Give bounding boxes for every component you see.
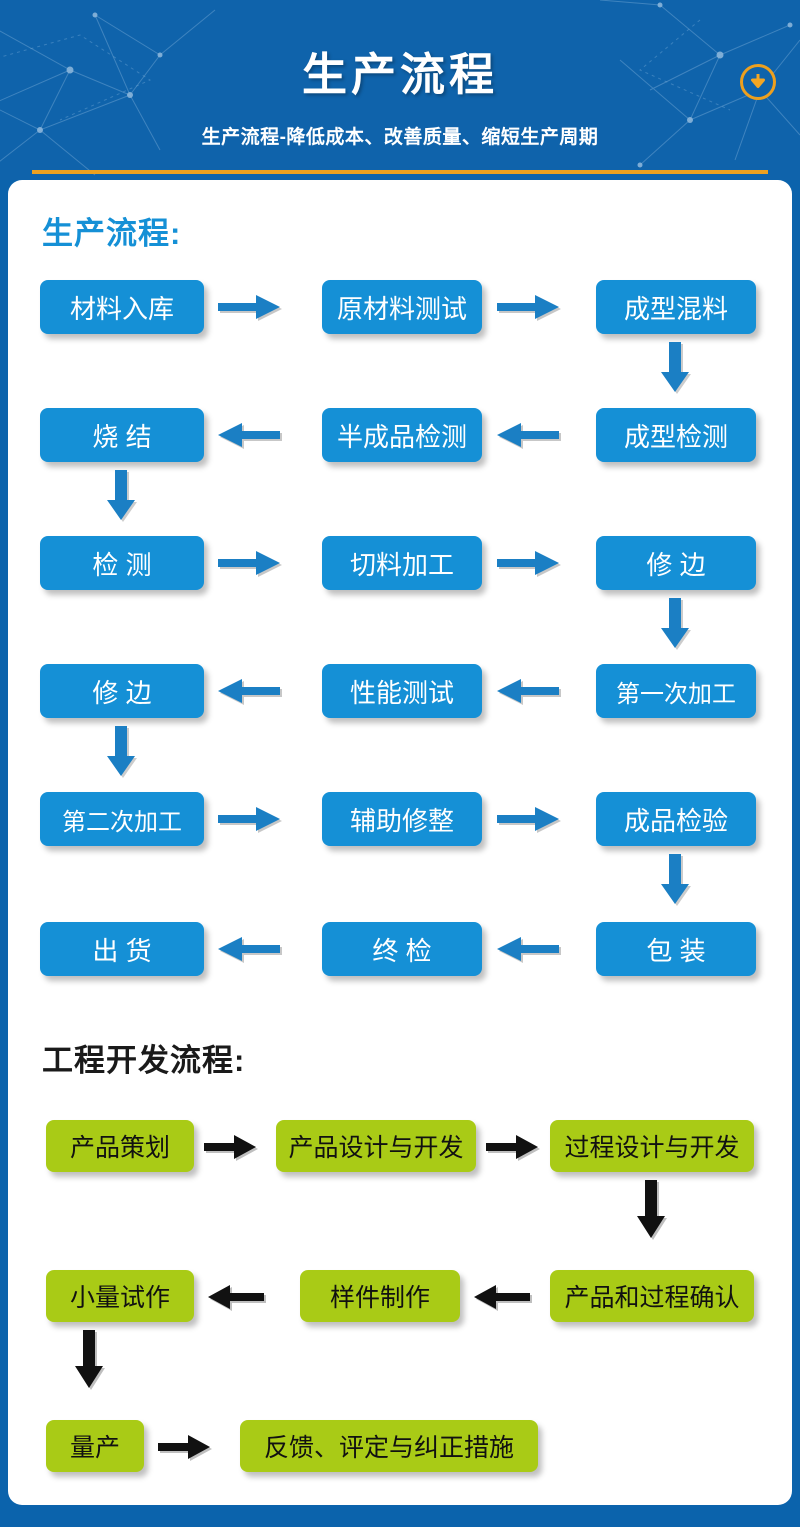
arrow-down-eng-2 (74, 1330, 106, 1392)
eng-node-feedback-assessment-corrective[interactable]: 反馈、评定与纠正措施 (240, 1420, 538, 1472)
production-flow-heading: 生产流程: (42, 216, 182, 251)
arrow-right-2 (497, 294, 565, 322)
eng-node-mass-production[interactable]: 量产 (46, 1420, 144, 1472)
eng-node-product-design-development[interactable]: 产品设计与开发 (276, 1120, 476, 1172)
arrow-right-eng-1 (204, 1134, 262, 1162)
flow-node-material-inbound[interactable]: 材料入库 (40, 280, 204, 334)
flow-node-packaging[interactable]: 包 装 (596, 922, 756, 976)
flow-node-final-inspection[interactable]: 终 检 (322, 922, 482, 976)
flow-node-trimming-2[interactable]: 修 边 (40, 664, 204, 718)
flow-node-forming-inspection[interactable]: 成型检测 (596, 408, 756, 462)
eng-node-small-batch-trial[interactable]: 小量试作 (46, 1270, 194, 1322)
flow-node-semi-finished-inspection[interactable]: 半成品检测 (322, 408, 482, 462)
arrow-left-3 (218, 678, 286, 706)
arrow-left-2 (497, 422, 565, 450)
flow-node-auxiliary-finishing[interactable]: 辅助修整 (322, 792, 482, 846)
page-header: 生产流程 生产流程-降低成本、改善质量、缩短生产周期 (0, 0, 800, 180)
flow-node-trimming-1[interactable]: 修 边 (596, 536, 756, 590)
arrow-right-5 (218, 806, 286, 834)
arrow-right-eng-2 (486, 1134, 544, 1162)
flow-node-cutting-processing[interactable]: 切料加工 (322, 536, 482, 590)
arrow-left-5 (218, 936, 286, 964)
arrow-left-eng-2 (474, 1284, 536, 1312)
arrow-right-6 (497, 806, 565, 834)
arrow-down-eng-1 (636, 1180, 668, 1242)
arrow-down-2 (106, 470, 138, 524)
flow-node-first-processing[interactable]: 第一次加工 (596, 664, 756, 718)
header-divider (32, 170, 768, 174)
flow-node-inspection[interactable]: 检 测 (40, 536, 204, 590)
eng-node-process-design-development[interactable]: 过程设计与开发 (550, 1120, 754, 1172)
flow-node-performance-test[interactable]: 性能测试 (322, 664, 482, 718)
arrow-right-4 (497, 550, 565, 578)
arrow-left-eng-1 (208, 1284, 270, 1312)
flow-node-second-processing[interactable]: 第二次加工 (40, 792, 204, 846)
eng-node-sample-making[interactable]: 样件制作 (300, 1270, 460, 1322)
content-card: 生产流程: 材料入库 原材料测试 成型混料 烧 结 半成品检测 (8, 180, 792, 1505)
flow-node-raw-material-test[interactable]: 原材料测试 (322, 280, 482, 334)
page-title: 生产流程 (301, 49, 498, 100)
flow-node-finished-inspection[interactable]: 成品检验 (596, 792, 756, 846)
arrow-right-eng-3 (158, 1434, 216, 1462)
arrow-right-3 (218, 550, 286, 578)
eng-node-product-planning[interactable]: 产品策划 (46, 1120, 194, 1172)
flow-node-shipment[interactable]: 出 货 (40, 922, 204, 976)
arrow-down-5 (660, 854, 692, 908)
arrow-left-4 (497, 678, 565, 706)
engineering-flow-heading: 工程开发流程: (42, 1043, 246, 1078)
arrow-right-1 (218, 294, 286, 322)
arrow-down-3 (660, 598, 692, 652)
arrow-down-1 (660, 342, 692, 396)
left-gutter (0, 180, 8, 1505)
flow-node-sintering[interactable]: 烧 结 (40, 408, 204, 462)
eng-node-product-process-validation[interactable]: 产品和过程确认 (550, 1270, 754, 1322)
arrow-left-1 (218, 422, 286, 450)
download-arrow-circle-icon[interactable] (740, 64, 776, 100)
flow-node-forming-mix[interactable]: 成型混料 (596, 280, 756, 334)
right-gutter (792, 180, 800, 1505)
arrow-down-4 (106, 726, 138, 780)
arrow-left-6 (497, 936, 565, 964)
page-subtitle: 生产流程-降低成本、改善质量、缩短生产周期 (201, 127, 599, 148)
